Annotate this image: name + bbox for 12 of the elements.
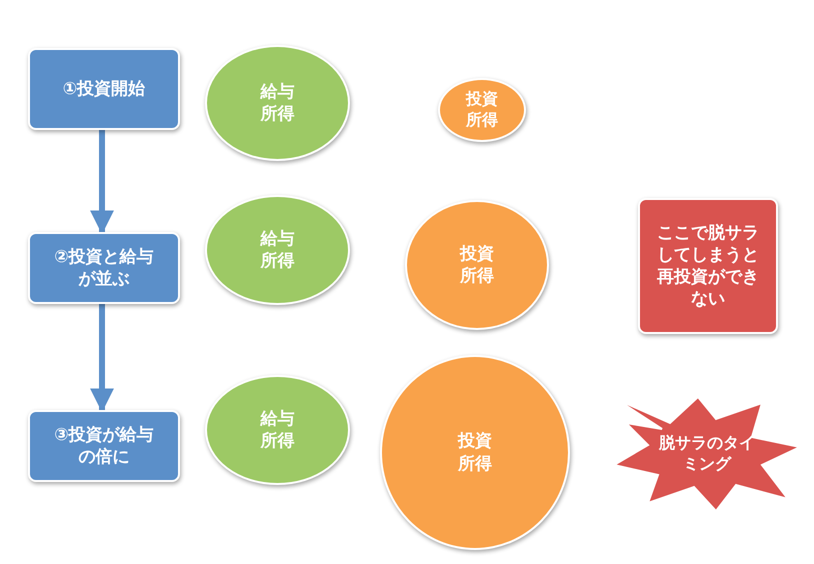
income-circle: 投資所得 bbox=[380, 355, 570, 550]
income-circle: 給与所得 bbox=[205, 375, 350, 485]
process-box: ③投資が給与の倍に bbox=[28, 410, 180, 482]
income-circle: 給与所得 bbox=[205, 45, 350, 161]
income-circle: 投資所得 bbox=[405, 200, 549, 330]
arrow bbox=[90, 130, 114, 234]
income-circle: 給与所得 bbox=[205, 195, 350, 305]
process-box: ①投資開始 bbox=[28, 48, 180, 130]
warning-box: ここで脱サラしてしまうと再投資ができない bbox=[638, 198, 778, 334]
income-circle: 投資所得 bbox=[438, 78, 526, 142]
process-box: ②投資と給与が並ぶ bbox=[28, 232, 180, 304]
arrow bbox=[90, 304, 114, 412]
